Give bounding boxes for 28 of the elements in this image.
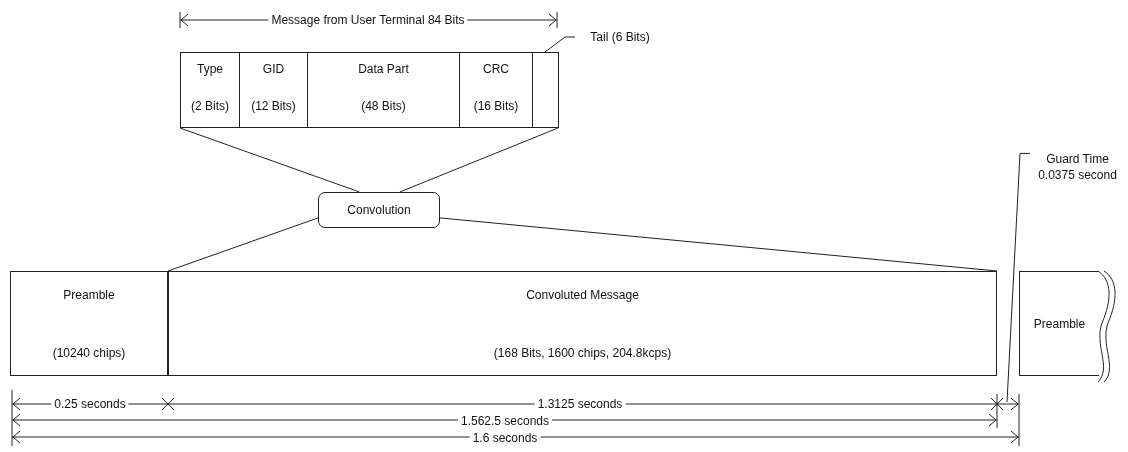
dimension-label: 1.562.5 seconds — [457, 414, 553, 428]
expansion-line — [399, 127, 559, 193]
field-cell — [168, 271, 997, 376]
dimension-label: Message from User Terminal 84 Bits — [268, 13, 468, 27]
dimension-label: 1.3125 seconds — [534, 397, 626, 411]
field-size: (10240 chips) — [51, 346, 127, 360]
field-size: (168 Bits, 1600 chips, 204.8kcps) — [492, 346, 673, 360]
field-size: (16 Bits) — [472, 99, 520, 113]
leader-line — [1006, 152, 1031, 403]
process-box: Convolution — [318, 192, 440, 228]
field-name: GID — [261, 62, 286, 76]
field-name: Convoluted Message — [525, 288, 640, 302]
field-name: Preamble — [62, 288, 116, 302]
dimension-label: 1.6 seconds — [469, 431, 541, 445]
field-name: Data Part — [357, 62, 410, 76]
field-size: (48 Bits) — [360, 99, 407, 113]
field-cell — [10, 271, 168, 376]
field-size: (2 Bits) — [190, 99, 230, 113]
field-name: CRC — [482, 62, 510, 76]
field-cell: Preamble — [1019, 271, 1099, 376]
leader-line — [544, 36, 576, 53]
expansion-line — [167, 217, 319, 272]
expansion-line — [179, 127, 360, 193]
guard-time-label: Guard Time 0.0375 second — [1030, 150, 1125, 184]
field-name: Type — [196, 62, 224, 76]
dimension-label: 0.25 seconds — [51, 397, 129, 411]
field-size: (12 Bits) — [250, 99, 297, 113]
tail-label: Tail (6 Bits) — [575, 28, 665, 46]
